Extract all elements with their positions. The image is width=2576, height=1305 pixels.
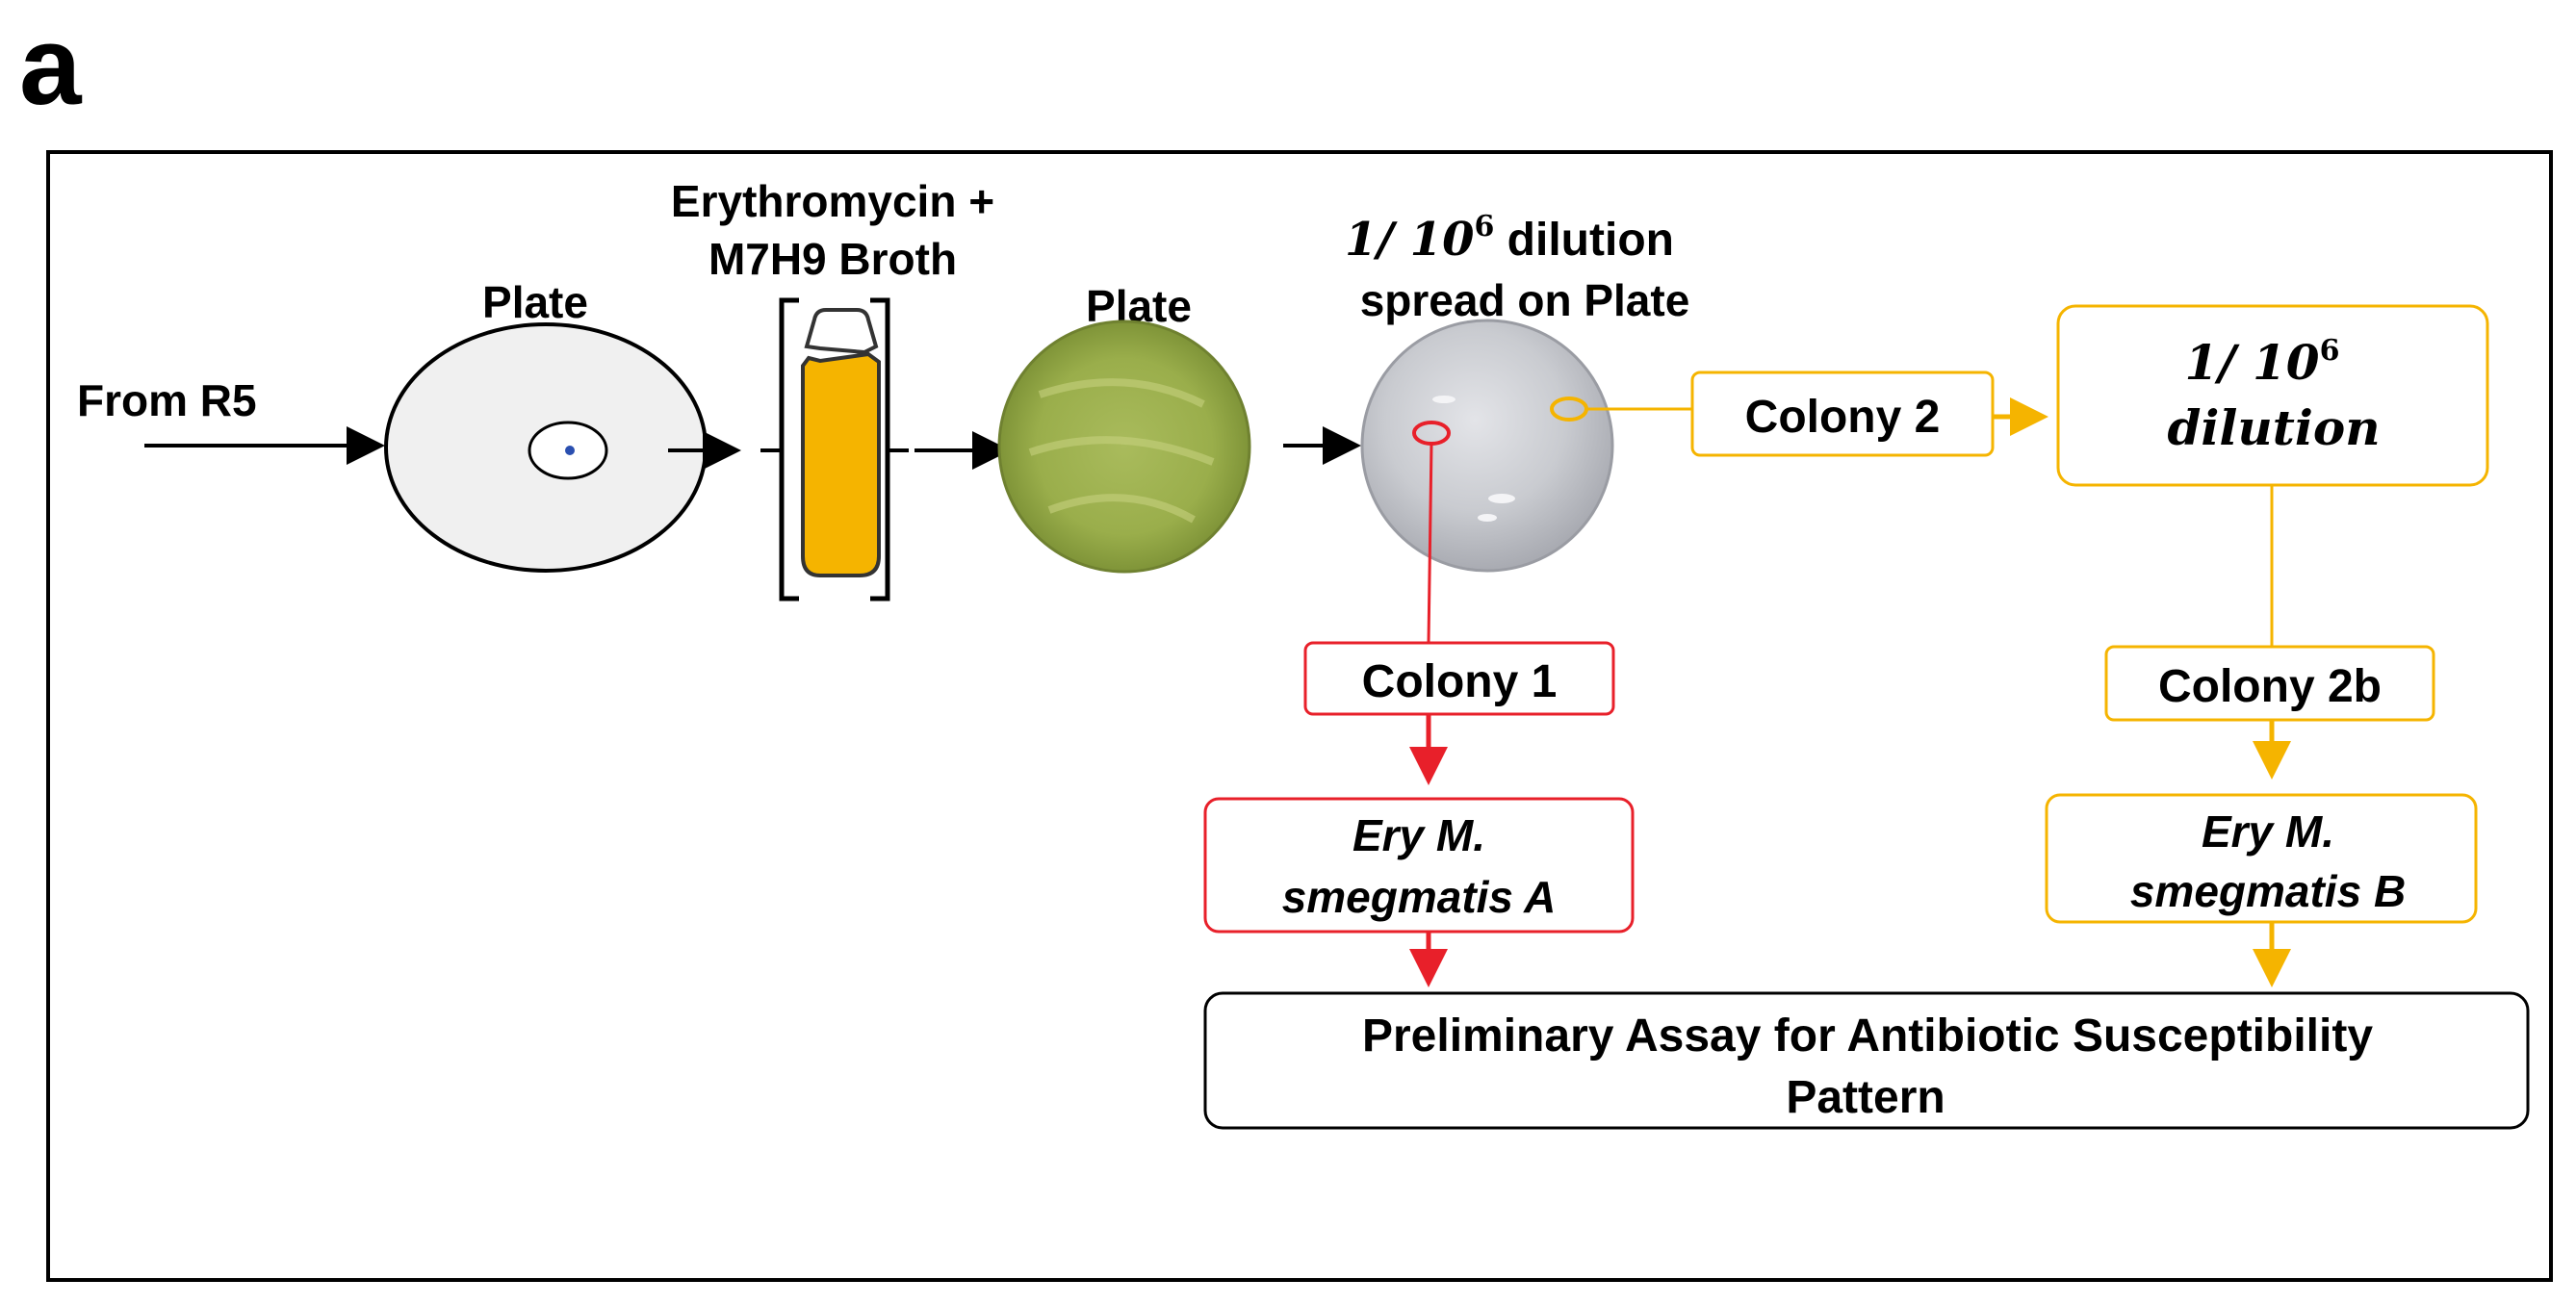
plate1-colony-dot: [565, 446, 575, 455]
colony2-label: Colony 2: [1745, 392, 1941, 443]
panel-label: a: [19, 3, 83, 128]
plate2-streaks: [1028, 378, 1215, 524]
colony1-connector: [1427, 443, 1433, 644]
strain-a-line2: smegmatis A: [1282, 872, 1557, 922]
strain-a-box: [1203, 797, 1635, 934]
dilution-b-line1: 1/ 106: [2185, 334, 2340, 391]
dilution-label-line2: spread on Plate: [1360, 275, 1690, 325]
broth-label-line1: Erythromycin +: [671, 176, 994, 226]
dilution-b-box: [2056, 304, 2489, 487]
strain-b-line1: Ery M.: [2202, 806, 2334, 857]
plate3-colonies: [1432, 396, 1515, 522]
broth-label-line2: M7H9 Broth: [708, 234, 957, 284]
diagram-frame: [46, 150, 2553, 1282]
colony2b-label: Colony 2b: [2158, 661, 2382, 712]
assay-box: [1203, 991, 2530, 1130]
plate1-label: Plate: [482, 277, 588, 327]
assay-line2: Pattern: [1786, 1072, 1945, 1123]
plate3-dish: [1360, 319, 1614, 573]
colony1-label: Colony 1: [1362, 656, 1558, 707]
broth-tube: [760, 297, 909, 601]
colony2-box: [1690, 371, 1995, 457]
strain-b-line2: smegmatis B: [2130, 866, 2406, 916]
dilution-label-line1: 1/ 106 dilution: [1345, 210, 1674, 267]
dilution-b-line2: dilution: [2167, 399, 2380, 456]
strain-a-line1: Ery M.: [1352, 810, 1485, 860]
colony1-box: [1303, 641, 1615, 716]
source-label: From R5: [77, 375, 257, 425]
assay-line1: Preliminary Assay for Antibiotic Suscept…: [1362, 1011, 2373, 1062]
strain-b-box: [2045, 793, 2478, 924]
